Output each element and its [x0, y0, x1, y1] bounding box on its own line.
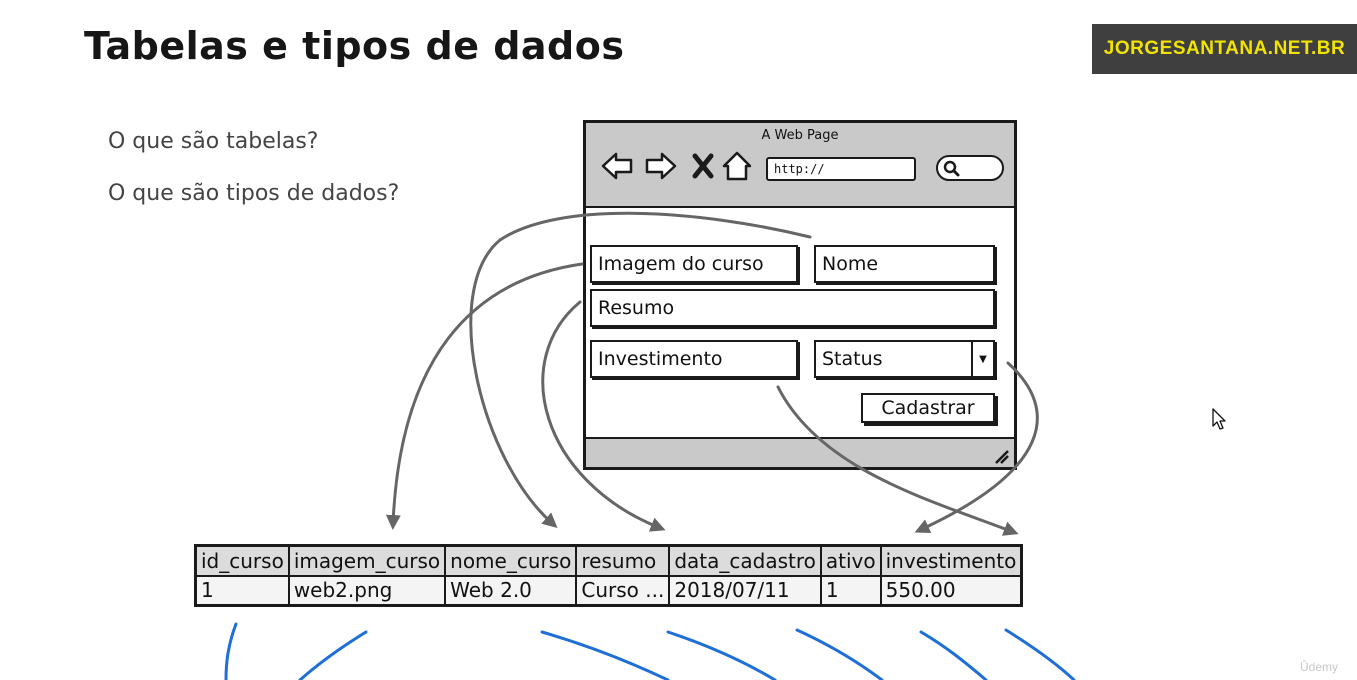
search-icon [943, 160, 960, 177]
forward-arrow-icon[interactable] [644, 149, 678, 183]
status-select[interactable]: Status ▼ [814, 340, 995, 378]
column-header: imagem_curso [287, 544, 447, 577]
column-header: id_curso [194, 544, 290, 577]
brand-banner: JORGESANTANA.NET.BR [1092, 24, 1357, 74]
back-arrow-icon[interactable] [600, 149, 634, 183]
table-header-row: id_curso imagem_curso nome_curso resumo … [194, 544, 1023, 577]
investment-field[interactable]: Investimento [590, 340, 798, 378]
question-tables: O que são tabelas? [108, 129, 319, 154]
browser-status-bar [586, 437, 1014, 467]
column-header: resumo [575, 544, 671, 577]
name-field[interactable]: Nome [814, 245, 995, 283]
udemy-watermark: Ûdemy [1300, 660, 1339, 674]
table-cell: 2018/07/11 [668, 574, 822, 607]
column-header: investimento [879, 544, 1023, 577]
stop-icon[interactable] [686, 149, 720, 183]
database-table: id_curso imagem_curso nome_curso resumo … [194, 544, 1024, 607]
table-cell: 550.00 [879, 574, 1023, 607]
chevron-down-icon[interactable]: ▼ [971, 342, 993, 376]
status-select-label: Status [822, 348, 883, 370]
pen-annotations [224, 622, 1076, 680]
slide-title: Tabelas e tipos de dados [84, 24, 625, 68]
wireframe-browser: A Web Page http:// Imagem do curso Nome … [583, 120, 1017, 470]
browser-toolbar: A Web Page http:// [586, 123, 1014, 208]
home-icon[interactable] [720, 149, 754, 183]
table-row: 1 web2.png Web 2.0 Curso ... 2018/07/11 … [194, 574, 1023, 607]
table-cell: web2.png [287, 574, 447, 607]
image-field[interactable]: Imagem do curso [590, 245, 798, 283]
table-cell: Curso ... [575, 574, 671, 607]
browser-title: A Web Page [761, 128, 839, 143]
column-header: ativo [819, 544, 882, 577]
url-field[interactable]: http:// [766, 157, 916, 181]
mouse-cursor-icon [1212, 408, 1226, 430]
submit-button[interactable]: Cadastrar [861, 393, 995, 423]
table-cell: 1 [194, 574, 290, 607]
column-header: data_cadastro [668, 544, 822, 577]
summary-field[interactable]: Resumo [590, 289, 995, 327]
table-cell: 1 [819, 574, 882, 607]
search-field[interactable] [936, 155, 1004, 181]
table-cell: Web 2.0 [444, 574, 578, 607]
column-header: nome_curso [444, 544, 578, 577]
question-data-types: O que são tipos de dados? [108, 181, 400, 206]
resize-grip-icon[interactable] [990, 445, 1010, 465]
arrow-image-to-column [385, 262, 584, 530]
